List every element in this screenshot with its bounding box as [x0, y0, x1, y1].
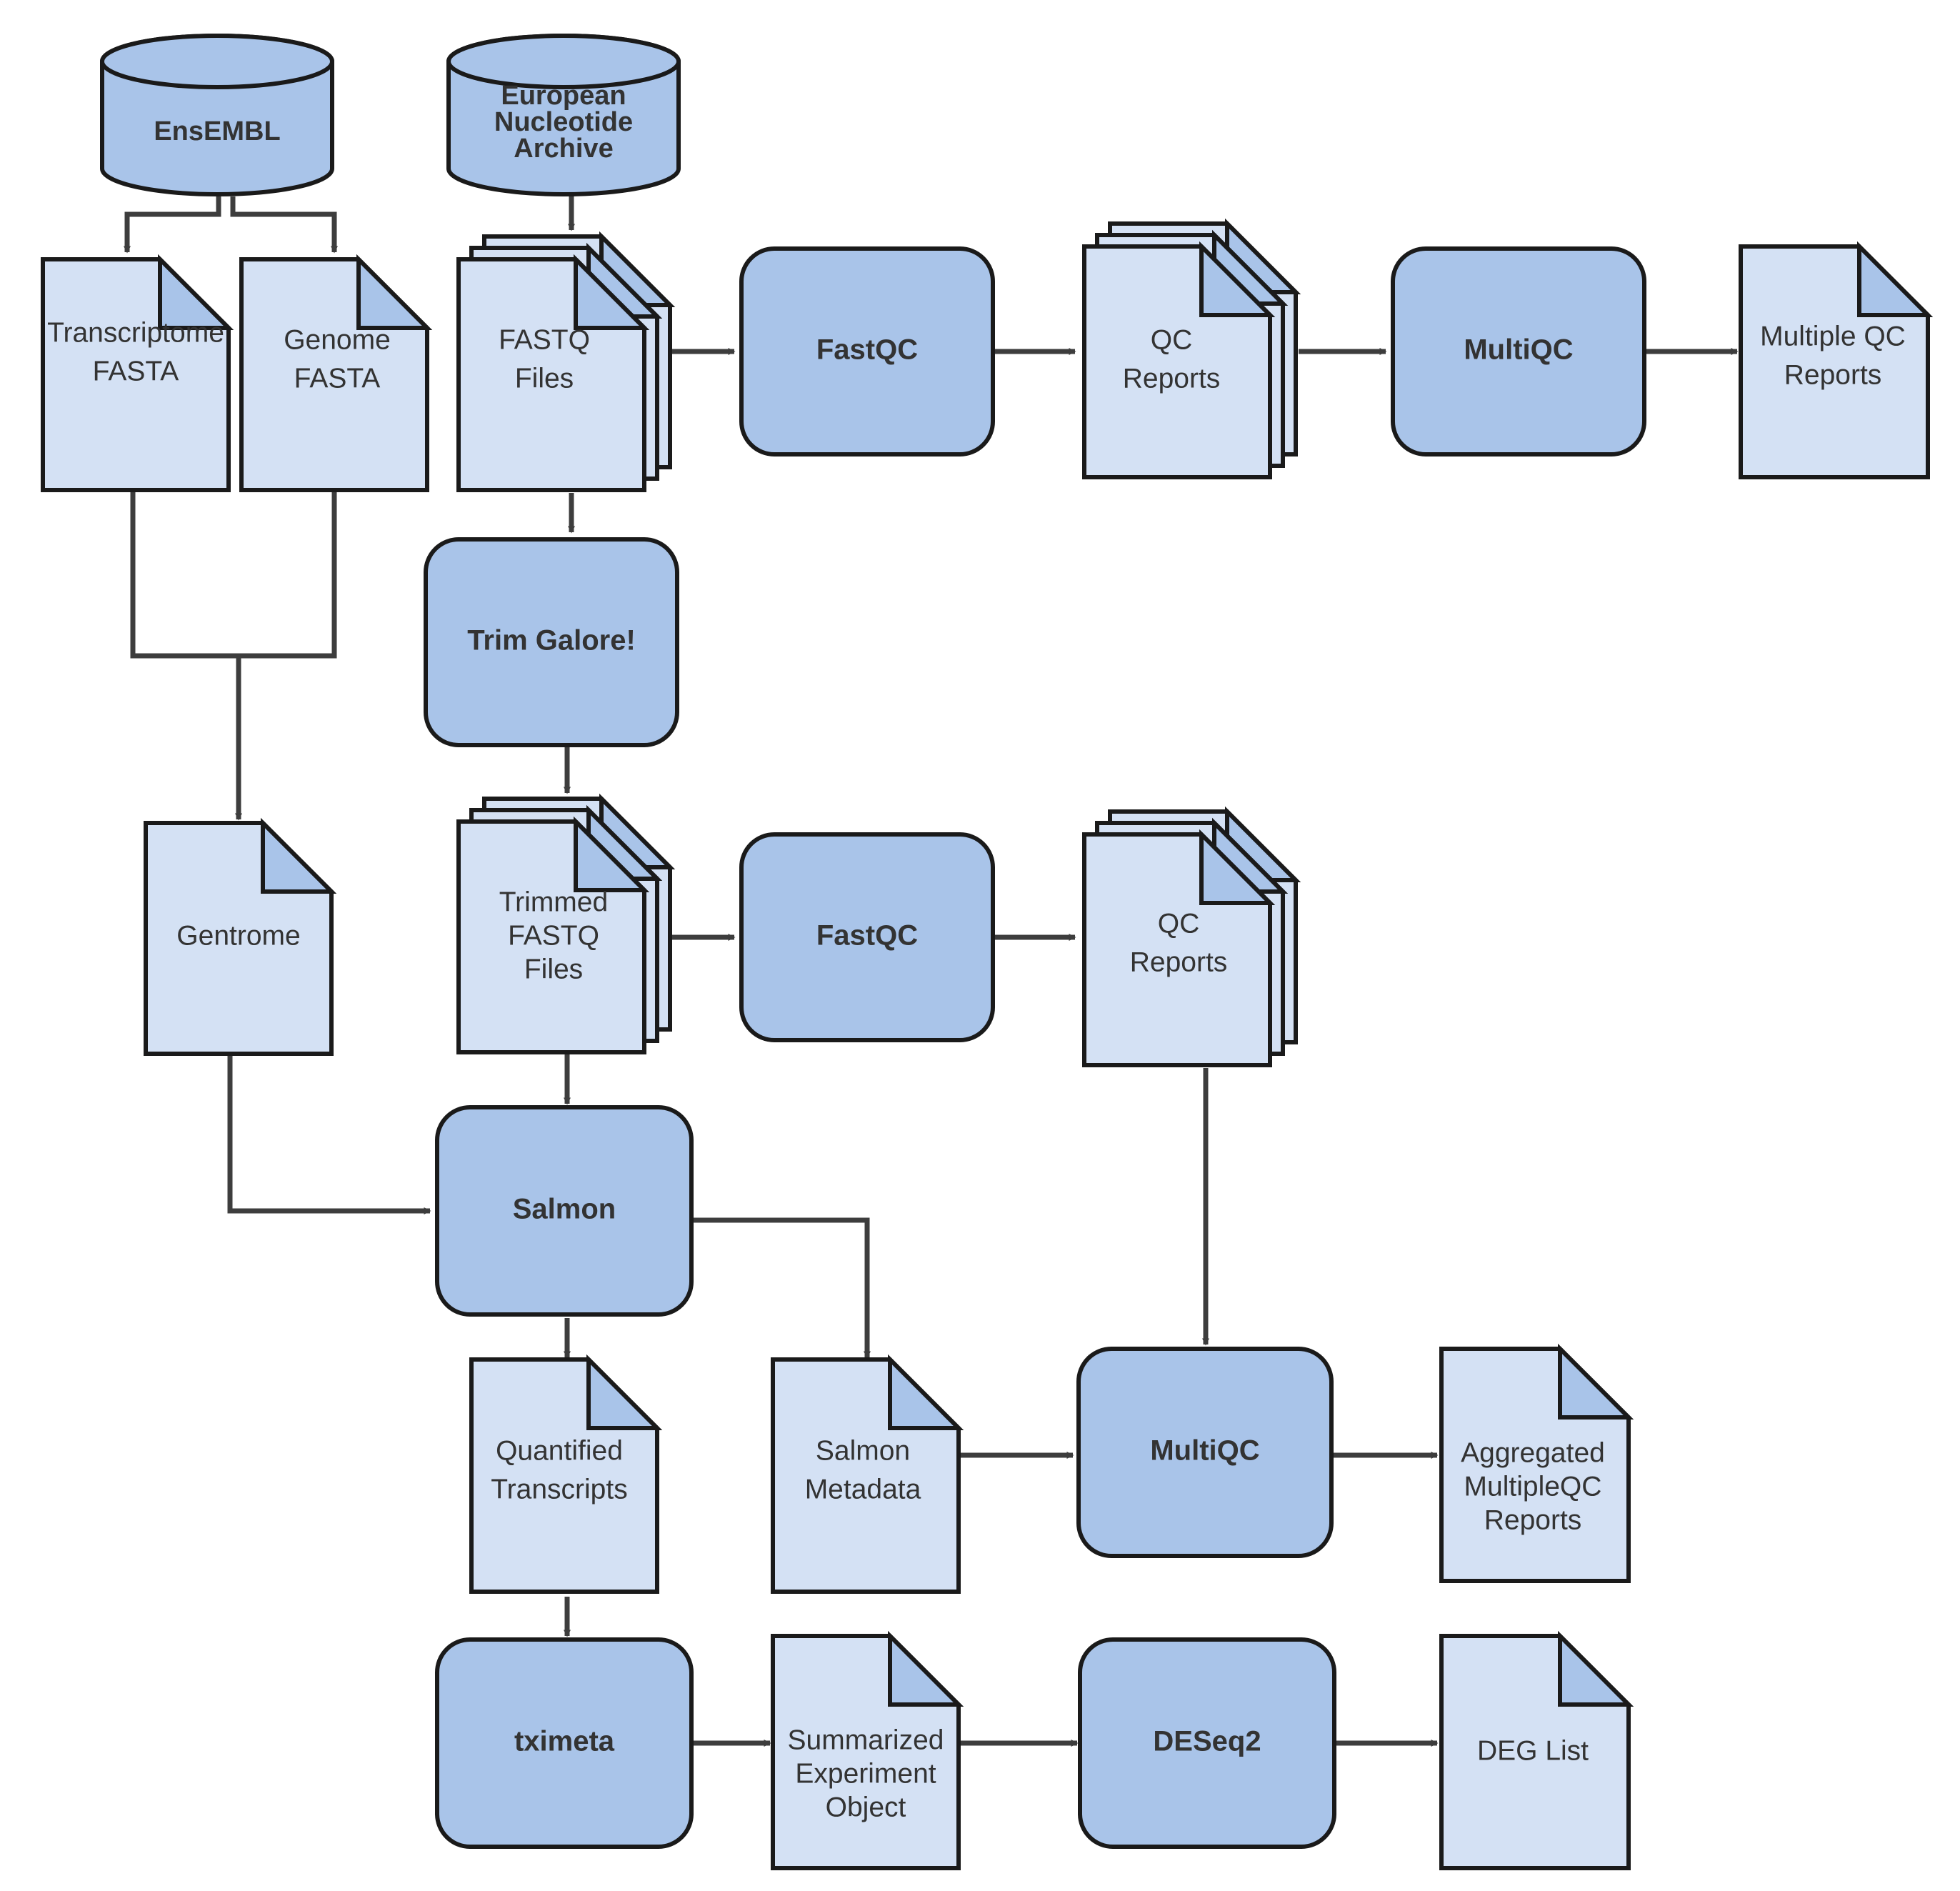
- process-fastqc-1: FastQC: [739, 246, 995, 456]
- process-box: [739, 246, 995, 456]
- doc-summarized_experiment-line-2: Experiment: [795, 1758, 936, 1789]
- process-tximeta: tximeta: [435, 1637, 694, 1849]
- database-ensembl-line-1: EnsEMBL: [154, 116, 280, 146]
- doc-multiple-qc-reports: Multiple QC Reports: [1739, 241, 1934, 479]
- connectors: [124, 194, 1739, 1747]
- process-box: [424, 537, 679, 747]
- database-ena-line-2: Nucleotide: [494, 107, 633, 137]
- process-multiqc-1: MultiQC: [1391, 246, 1646, 456]
- doc-qc-reports-1: QC Reports: [1082, 218, 1301, 479]
- document-fold: [356, 254, 433, 330]
- process-box: [1391, 246, 1646, 456]
- edge-transcriptome-to-gentrome: [130, 492, 337, 659]
- doc-fastq_files-line-2: Files: [515, 363, 574, 394]
- process-label: FastQC: [816, 334, 918, 366]
- doc-gentrome-line-1: Gentrome: [176, 920, 300, 951]
- doc-aggregated_reports-line-2: MultipleQC: [1464, 1471, 1602, 1502]
- doc-multiple_qc_reports-line-1: Multiple QC: [1760, 321, 1906, 351]
- edge-ensembl-to-genome-fasta: [230, 196, 338, 254]
- process-multiqc-2: MultiQC: [1076, 1347, 1334, 1558]
- doc-qc_reports_2-line-1: QC: [1158, 908, 1200, 939]
- doc-summarized_experiment-line-3: Object: [826, 1792, 906, 1822]
- doc-salmon_metadata-line-1: Salmon: [816, 1435, 910, 1466]
- process-label: Trim Galore!: [467, 625, 636, 657]
- process-box: [435, 1105, 694, 1317]
- doc-qc_reports_1-line-1: QC: [1151, 324, 1193, 355]
- process-box: [739, 832, 995, 1042]
- doc-transcriptome_fasta-line-2: FASTA: [93, 356, 179, 386]
- doc-aggregated_reports-line-3: Reports: [1484, 1505, 1582, 1535]
- process-label: FastQC: [816, 920, 918, 952]
- process-salmon: Salmon: [435, 1105, 694, 1317]
- process-trim-galore: Trim Galore!: [424, 537, 679, 747]
- doc-multiple_qc_reports-line-2: Reports: [1784, 359, 1882, 390]
- process-label: DESeq2: [1153, 1726, 1261, 1757]
- document-fold: [1558, 1343, 1634, 1420]
- doc-transcriptome_fasta-line-1: Transcriptome: [47, 317, 224, 348]
- database-ensembl: EnsEMBL: [100, 34, 334, 196]
- doc-trimmed_fastq_files-line-2: FASTQ: [508, 920, 599, 951]
- process-box: [1078, 1637, 1336, 1849]
- doc-gentrome: Gentrome: [144, 817, 337, 1056]
- doc-quantified_transcripts-line-2: Transcripts: [491, 1474, 627, 1505]
- doc-deg_list-line-1: DEG List: [1477, 1735, 1589, 1766]
- doc-genome_fasta-line-2: FASTA: [294, 363, 381, 394]
- doc-fastq-files: FASTQ Files: [456, 231, 676, 492]
- doc-genome_fasta-line-1: Genome: [284, 324, 391, 355]
- document-fold: [1199, 241, 1276, 317]
- document-fold: [574, 816, 650, 892]
- database-ena-line-1: European: [501, 81, 626, 111]
- doc-qc-reports-2: QC Reports: [1082, 806, 1301, 1067]
- doc-deg-list: DEG List: [1439, 1630, 1634, 1870]
- document-fold: [261, 817, 337, 894]
- database-top: [446, 34, 681, 89]
- process-label: tximeta: [514, 1726, 615, 1757]
- process-box: [1076, 1347, 1334, 1558]
- process-box: [435, 1637, 694, 1849]
- document-fold: [586, 1354, 663, 1430]
- document-fold: [888, 1354, 964, 1430]
- process-fastqc-2: FastQC: [739, 832, 995, 1042]
- document-fold: [158, 254, 234, 330]
- document-fold: [1558, 1630, 1634, 1707]
- doc-salmon_metadata-line-2: Metadata: [805, 1474, 921, 1505]
- process-label: Salmon: [513, 1194, 616, 1225]
- database-top: [100, 34, 334, 89]
- edge-salmon-to-salmon-metadata: [691, 1217, 871, 1359]
- doc-qc_reports_1-line-2: Reports: [1123, 363, 1221, 394]
- doc-quantified_transcripts-line-1: Quantified: [496, 1435, 623, 1466]
- process-label: MultiQC: [1464, 334, 1573, 366]
- document-fold: [1857, 241, 1934, 317]
- process-label: MultiQC: [1150, 1435, 1259, 1467]
- doc-fastq_files-line-1: FASTQ: [499, 324, 590, 355]
- doc-trimmed_fastq_files-line-1: Trimmed: [499, 887, 608, 917]
- document-fold: [574, 254, 650, 330]
- doc-trimmed_fastq_files-line-3: Files: [524, 954, 583, 984]
- document-fold: [1199, 829, 1276, 905]
- edge-ensembl-to-transcriptome-fasta: [124, 196, 221, 254]
- document-fold: [888, 1630, 964, 1707]
- process-deseq2: DESeq2: [1078, 1637, 1336, 1849]
- edge-gentrome-to-salmon: [227, 1055, 431, 1214]
- doc-qc_reports_2-line-2: Reports: [1130, 947, 1228, 977]
- doc-summarized_experiment-line-1: Summarized: [788, 1725, 944, 1755]
- doc-aggregated_reports-line-1: Aggregated: [1461, 1437, 1605, 1468]
- database-ena-line-3: Archive: [514, 134, 613, 164]
